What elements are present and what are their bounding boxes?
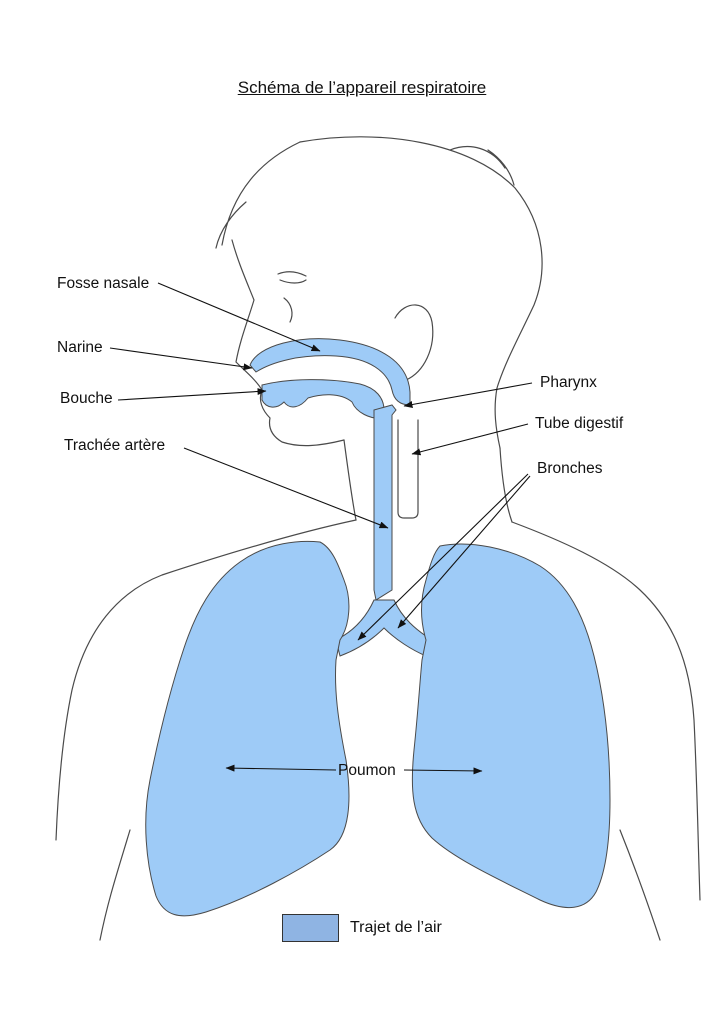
eye — [277, 271, 307, 284]
legend-label: Trajet de l’air — [350, 919, 442, 936]
ear — [394, 304, 434, 381]
arrow-trachee — [183, 447, 389, 529]
label-bouche: Bouche — [60, 390, 113, 407]
shoulder-right — [511, 521, 701, 901]
hair-lines — [215, 141, 515, 249]
arrow-tube-digestif — [411, 423, 529, 456]
arrow-poumon-left — [225, 764, 337, 772]
arrow-pharynx — [403, 382, 533, 408]
label-poumon: Poumon — [338, 762, 396, 779]
legend-swatch — [282, 914, 339, 942]
shoulder-left — [55, 519, 357, 841]
arrow-narine — [109, 347, 253, 371]
label-trachee-artere: Trachée artère — [64, 437, 166, 454]
nasal-cavity — [249, 338, 411, 406]
label-fosse-nasale: Fosse nasale — [57, 275, 150, 292]
mouth-cavity — [261, 379, 385, 419]
head-outline — [299, 136, 543, 449]
arrow-poumon-right — [403, 767, 483, 775]
label-bronches: Bronches — [537, 460, 603, 477]
diagram-title: Schéma de l’appareil respiratoire — [237, 78, 487, 97]
trachea — [373, 404, 397, 601]
arrow-bronches-1 — [357, 473, 529, 641]
label-tube-digestif: Tube digestif — [535, 415, 624, 432]
arm-left — [99, 829, 131, 941]
arrow-fosse-nasale — [157, 282, 321, 352]
arrow-bronches-2 — [397, 475, 531, 629]
arm-right — [619, 829, 661, 941]
bronchi — [335, 599, 433, 657]
nose-mark — [283, 297, 293, 323]
arrows — [109, 282, 533, 775]
lung-right — [411, 543, 611, 909]
air-pathway — [145, 338, 611, 917]
label-narine: Narine — [57, 339, 103, 356]
neck-left — [343, 439, 357, 521]
label-pharynx: Pharynx — [540, 374, 597, 391]
arrow-bouche — [117, 388, 267, 401]
tube-digestif-shape — [397, 419, 419, 519]
lung-left — [145, 540, 350, 917]
neck-right — [499, 447, 513, 523]
